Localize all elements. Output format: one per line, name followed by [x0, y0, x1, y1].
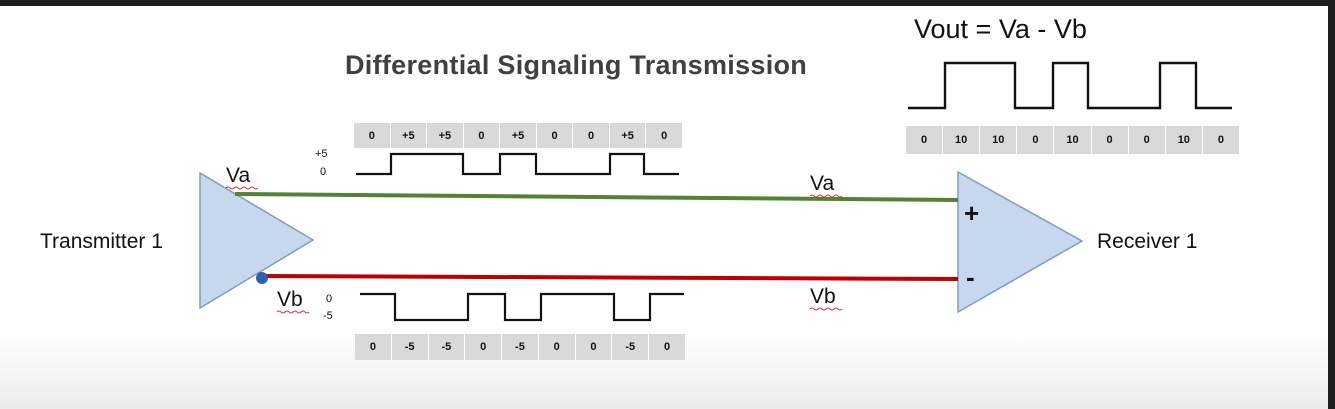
vout-formula: Vout = Va - Vb — [914, 14, 1087, 44]
vb-value-cell: 0 — [355, 334, 392, 360]
va-label-line: Va — [810, 172, 835, 195]
window-top-edge — [0, 0, 1335, 6]
va-value-cell: 0 — [573, 123, 610, 148]
diagram-title: Differential Signaling Transmission — [345, 50, 808, 80]
vb-squiggle-left — [276, 310, 310, 314]
vb-line — [261, 274, 959, 281]
vout-value-cell: 0 — [906, 126, 944, 154]
vout-value-cell: 10 — [1165, 126, 1203, 154]
transmitter-label: Transmitter 1 — [40, 230, 163, 253]
transmitter-triangle — [199, 171, 315, 310]
vb-squiggle-right — [809, 307, 843, 311]
vout-value-cell: 0 — [1202, 126, 1240, 154]
va-value-cell: 0 — [646, 123, 683, 148]
va-label-transmitter: Va — [226, 164, 251, 187]
vout-value-cell: 0 — [1017, 126, 1055, 154]
va-value-cell: +5 — [500, 123, 537, 148]
vb-value-cell: -5 — [391, 334, 429, 360]
va-value-cell: 0 — [536, 123, 574, 148]
va-value-cell: +5 — [390, 123, 428, 148]
vb-level-low: -5 — [323, 310, 333, 322]
va-line — [234, 192, 959, 202]
va-squiggle-left — [225, 186, 259, 190]
va-level-low: 0 — [320, 166, 327, 178]
vout-value-cell: 0 — [1091, 126, 1129, 154]
vb-value-cell: 0 — [465, 334, 503, 360]
vb-value-cell: -5 — [612, 334, 650, 360]
receiver-label: Receiver 1 — [1097, 230, 1198, 253]
window-right-edge — [1328, 0, 1335, 409]
receiver-plus-sign: + — [964, 198, 980, 228]
vb-value-cell: 0 — [575, 334, 613, 360]
vout-value-cell: 10 — [943, 126, 981, 154]
vout-value-cell: 0 — [1128, 126, 1166, 154]
va-squiggle-right — [809, 194, 843, 198]
receiver-minus-sign: - — [966, 262, 975, 292]
vb-value-cell: -5 — [502, 334, 539, 360]
receiver-triangle — [957, 170, 1084, 314]
vout-waveform — [908, 61, 1232, 110]
va-value-cell: 0 — [463, 123, 501, 148]
vb-waveform — [360, 292, 684, 322]
va-value-cell: +5 — [609, 123, 647, 148]
va-waveform — [356, 152, 679, 176]
va-value-cell: 0 — [354, 123, 391, 148]
vb-value-cell: 0 — [538, 334, 576, 360]
vb-value-cell: 0 — [649, 334, 686, 360]
vout-value-cell: 10 — [980, 126, 1018, 154]
inverting-output-dot — [256, 272, 268, 284]
vb-label-line: Vb — [810, 285, 836, 308]
vb-level-high: 0 — [326, 293, 333, 305]
va-value-cell: +5 — [427, 123, 464, 148]
vb-label-transmitter: Vb — [277, 288, 303, 311]
va-level-high: +5 — [315, 148, 328, 160]
vout-value-cell: 10 — [1054, 126, 1092, 154]
vb-value-cell: -5 — [428, 334, 466, 360]
